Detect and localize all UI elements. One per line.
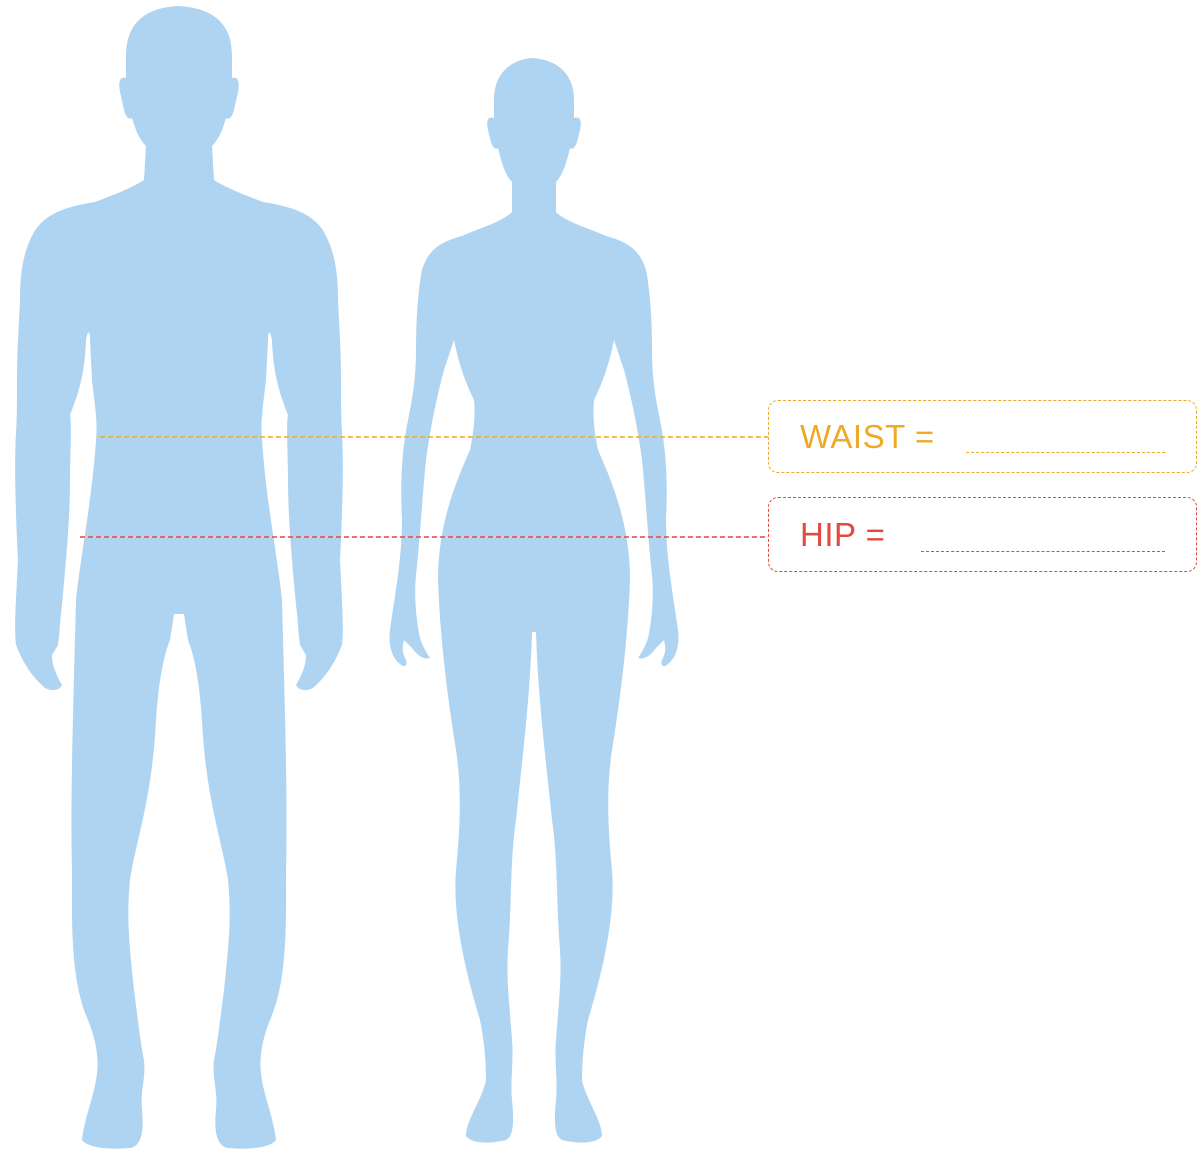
hip-input-line[interactable]: [921, 551, 1165, 552]
male-silhouette: [15, 6, 343, 1149]
waist-label: WAIST =: [800, 418, 935, 456]
waist-input-line[interactable]: [966, 452, 1165, 453]
hip-measurement-box: HIP =: [768, 497, 1197, 572]
hip-label: HIP =: [800, 516, 885, 554]
female-silhouette: [389, 58, 678, 1143]
waist-measurement-box: WAIST =: [768, 400, 1197, 473]
